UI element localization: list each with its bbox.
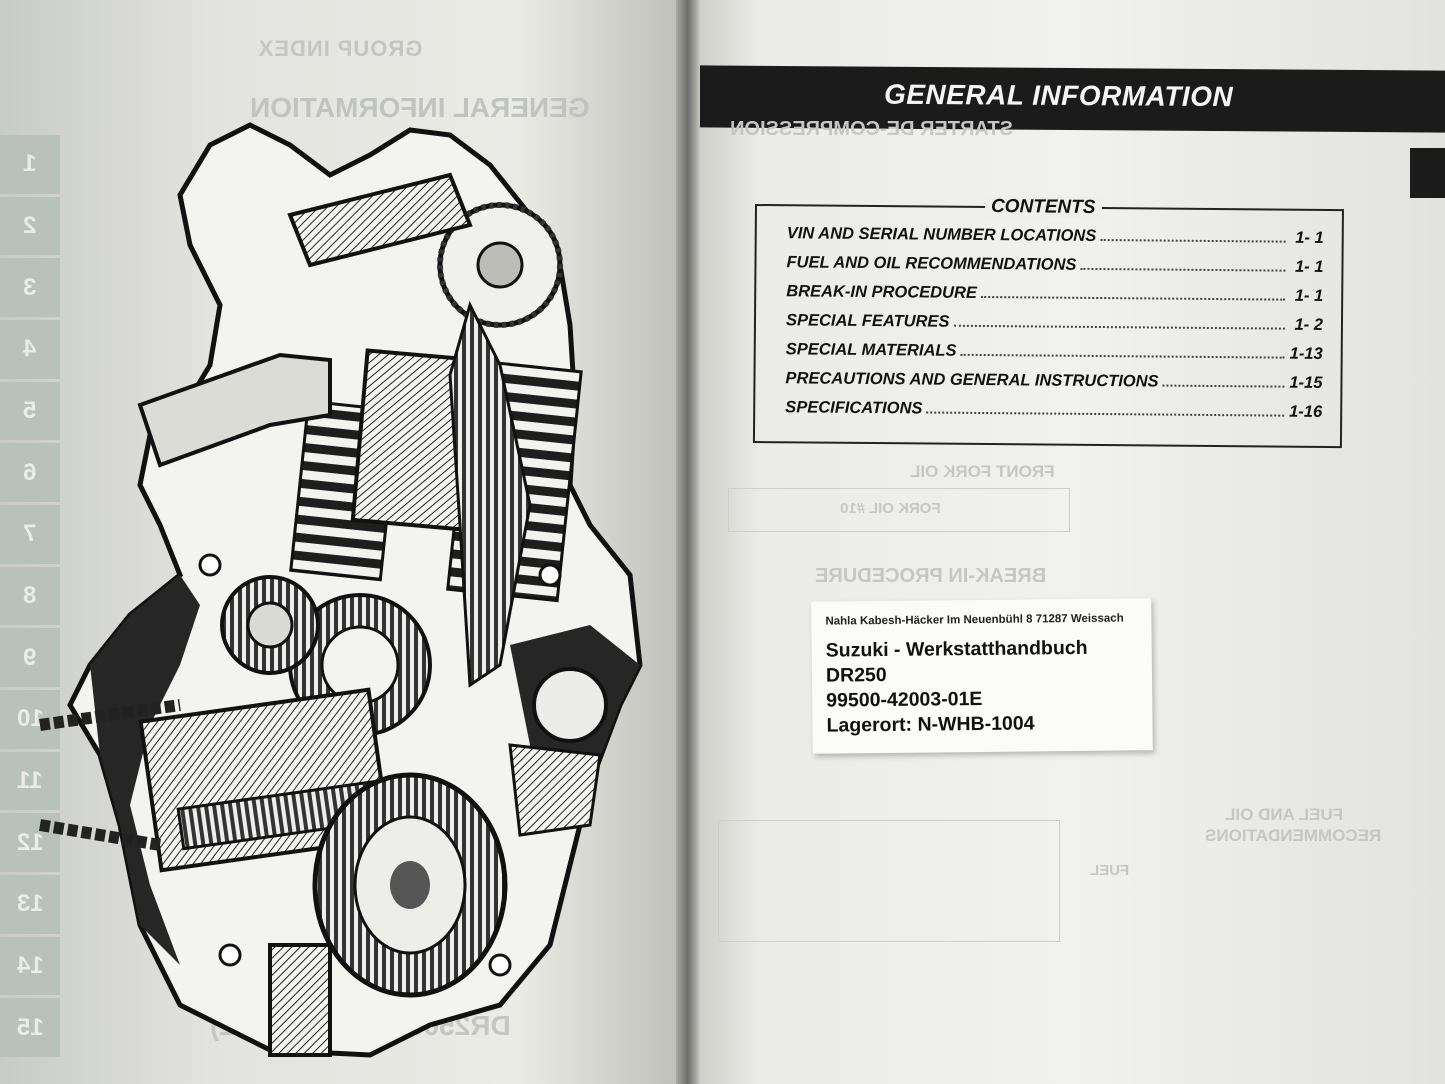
toc-row: BREAK-IN PROCEDURE 1- 1 <box>786 282 1323 313</box>
group-tab: 13 <box>0 875 60 934</box>
sticker-part-number: 99500-42003-01E <box>826 687 983 712</box>
sticker-model: DR250 <box>825 663 887 687</box>
group-tab: 14 <box>0 936 60 996</box>
group-tab: 9 <box>0 628 60 688</box>
ghost-text: FUEL AND OIL <box>1225 805 1344 824</box>
toc-leader <box>926 399 1285 417</box>
group-tab: 8 <box>0 566 60 626</box>
ghost-text: BREAK-IN PROCEDURE <box>815 565 1047 587</box>
sticker-title: Suzuki - Werkstatthandbuch <box>825 636 1088 662</box>
left-page: GROUP INDEX GENERAL INFORMATION DR250SH … <box>0 0 690 1084</box>
sticker-location: Lagerort: N-WHB-1004 <box>826 712 1035 737</box>
toc-label: BREAK-IN PROCEDURE <box>786 282 977 302</box>
sticker-address: Nahla Kabesh-Häcker Im Neuenbühl 8 71287… <box>825 612 1124 628</box>
toc-page: 1-13 <box>1289 344 1323 363</box>
toc-label: PRECAUTIONS AND GENERAL INSTRUCTIONS <box>785 369 1159 391</box>
toc-row: PRECAUTIONS AND GENERAL INSTRUCTIONS 1-1… <box>785 369 1322 400</box>
group-tab: 4 <box>0 320 60 379</box>
toc-row: FUEL AND OIL RECOMMENDATIONS 1- 1 <box>786 253 1323 284</box>
toc-page: 1- 2 <box>1294 315 1324 334</box>
toc-label: SPECIFICATIONS <box>785 398 923 418</box>
toc-page: 1- 1 <box>1294 257 1324 276</box>
toc-leader <box>1162 372 1285 388</box>
toc-label: SPECIAL FEATURES <box>785 311 950 331</box>
group-index-tabs: 1 2 3 4 5 6 7 8 9 10 11 12 13 14 15 <box>0 135 60 1060</box>
right-page: GENERAL INFORMATION STARTER DE-COMPRESSI… <box>700 0 1445 1084</box>
toc-leader <box>1080 255 1286 272</box>
book-fold <box>676 0 702 1084</box>
toc-leader <box>960 341 1285 359</box>
toc-leader <box>953 312 1286 330</box>
group-tab: 1 <box>0 135 60 194</box>
page-title: GENERAL INFORMATION <box>883 78 1234 113</box>
inventory-label-sticker: Nahla Kabesh-Häcker Im Neuenbühl 8 71287… <box>811 598 1153 754</box>
chapter-tab <box>1410 148 1445 198</box>
toc-page: 1- 1 <box>1295 228 1324 247</box>
ghost-table <box>718 820 1060 942</box>
group-tab: 2 <box>0 196 60 256</box>
toc-row: SPECIFICATIONS 1-16 <box>785 398 1322 429</box>
toc-leader <box>980 283 1286 301</box>
toc-page: 1-15 <box>1289 373 1323 392</box>
group-tab: 10 <box>0 690 60 749</box>
ghost-text: FRONT FORK OIL <box>910 462 1055 481</box>
toc-row: SPECIAL MATERIALS 1-13 <box>786 340 1323 371</box>
group-tab: 7 <box>0 505 60 564</box>
contents-box: CONTENTS VIN AND SERIAL NUMBER LOCATIONS… <box>752 196 1344 449</box>
ghost-box <box>728 488 1070 532</box>
contents-heading: CONTENTS <box>984 196 1102 220</box>
toc-row: VIN AND SERIAL NUMBER LOCATIONS 1- 1 <box>787 224 1324 255</box>
toc-label: VIN AND SERIAL NUMBER LOCATIONS <box>786 224 1097 245</box>
ghost-text: RECOMMENDATIONS <box>1205 826 1382 845</box>
toc-label: FUEL AND OIL RECOMMENDATIONS <box>786 253 1077 274</box>
ghost-text: FORK OIL #10 <box>840 500 941 517</box>
toc-row: SPECIAL FEATURES 1- 2 <box>786 311 1323 342</box>
ghost-text: STARTER DE-COMPRESSION <box>730 118 1013 140</box>
group-tab: 6 <box>0 443 60 503</box>
toc-page: 1- 1 <box>1294 286 1324 305</box>
group-tab: 5 <box>0 381 60 441</box>
toc-page: 1-16 <box>1289 402 1323 421</box>
ghost-group-index: GROUP INDEX <box>257 36 423 61</box>
group-tab: 11 <box>0 751 60 811</box>
ghost-text: FUEL <box>1090 862 1130 879</box>
toc-leader <box>1100 227 1286 243</box>
engine-cutaway-illustration <box>39 122 643 1058</box>
group-tab: 15 <box>0 998 60 1058</box>
group-tab: 3 <box>0 258 60 318</box>
toc-label: SPECIAL MATERIALS <box>785 340 957 360</box>
